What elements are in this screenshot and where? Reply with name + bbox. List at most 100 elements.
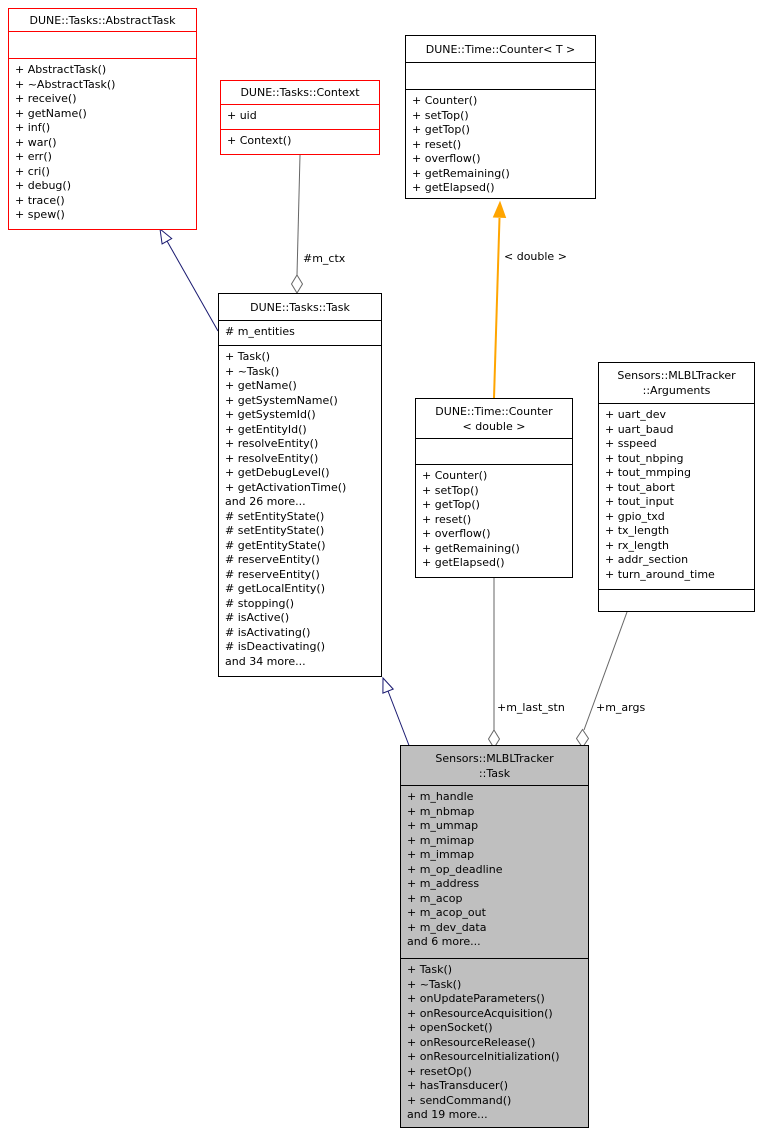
class-title: DUNE::Tasks::AbstractTask bbox=[29, 13, 176, 27]
member-row: + Task() bbox=[225, 350, 271, 363]
member-row: + m_handle bbox=[407, 790, 474, 803]
member-row: + getSystemName() bbox=[225, 393, 338, 407]
class-box-dune-tasks-abstracttask[interactable]: DUNE::Tasks::AbstractTask + AbstractTask… bbox=[8, 8, 197, 230]
member-row: + openSocket() bbox=[407, 1021, 493, 1034]
member-row: + ~Task() bbox=[225, 364, 280, 378]
member-row: # reserveEntity() bbox=[225, 553, 320, 566]
class-title: DUNE::Time::Counter< T > bbox=[425, 42, 576, 56]
inheritance-triangle-icon bbox=[382, 676, 395, 694]
member-row: + inf() bbox=[15, 121, 51, 134]
member-row: + m_acop_out bbox=[407, 906, 486, 919]
edge-label-m-last-stn: +m_last_stn bbox=[497, 701, 565, 714]
member-row: + Counter() bbox=[422, 469, 488, 482]
class-attributes: # m_entities bbox=[219, 320, 381, 345]
member-row: + m_immap bbox=[407, 848, 475, 861]
member-row: # m_entities bbox=[225, 325, 295, 338]
member-row: + getActivationTime() bbox=[225, 480, 347, 494]
member-row: + sspeed bbox=[605, 437, 657, 450]
member-row: + getSystemId() bbox=[225, 408, 316, 421]
inheritance-edge-mlbltask-task bbox=[387, 690, 411, 749]
class-title: DUNE::Time::Counter < double > bbox=[435, 404, 553, 433]
class-methods: + Counter()+ setTop()+ getTop()+ reset()… bbox=[416, 464, 572, 577]
class-title: DUNE::Tasks::Context bbox=[240, 86, 360, 99]
member-row: + tout_nbping bbox=[605, 451, 684, 465]
member-row: and 34 more... bbox=[225, 654, 306, 668]
class-box-sensors-mlbltracker-arguments[interactable]: Sensors::MLBLTracker ::Arguments + uart_… bbox=[598, 362, 755, 612]
member-row: + getElapsed() bbox=[422, 556, 505, 569]
member-row: + hasTransducer() bbox=[407, 1079, 509, 1092]
class-attributes bbox=[406, 62, 595, 89]
class-attributes bbox=[9, 31, 196, 58]
member-row: and 6 more... bbox=[407, 935, 481, 948]
class-box-dune-tasks-context[interactable]: DUNE::Tasks::Context + uid + Context() bbox=[220, 80, 380, 155]
inheritance-edge-task-abstracttask bbox=[166, 240, 219, 332]
member-row: + m_ummap bbox=[407, 819, 479, 832]
member-row: + AbstractTask() bbox=[15, 63, 107, 76]
member-row: + Counter() bbox=[412, 94, 478, 107]
member-row: + onResourceAcquisition() bbox=[407, 1006, 553, 1020]
class-box-sensors-mlbltracker-task[interactable]: Sensors::MLBLTracker ::Task + m_handle+ … bbox=[400, 745, 589, 1128]
class-methods bbox=[599, 589, 754, 611]
member-row: + tout_mmping bbox=[605, 466, 691, 479]
member-row: + err() bbox=[15, 150, 52, 163]
member-row: + onResourceInitialization() bbox=[407, 1050, 560, 1063]
member-row: + resolveEntity() bbox=[225, 451, 319, 465]
class-box-dune-tasks-task[interactable]: DUNE::Tasks::Task # m_entities + Task()+… bbox=[218, 293, 382, 677]
member-row: + resolveEntity() bbox=[225, 437, 319, 450]
member-row: + setTop() bbox=[412, 108, 469, 122]
class-title: Sensors::MLBLTracker ::Task bbox=[435, 751, 554, 780]
member-row: + getTop() bbox=[422, 498, 480, 511]
member-row: + getElapsed() bbox=[412, 181, 495, 194]
member-row: + m_acop bbox=[407, 891, 463, 905]
class-box-dune-time-counter-double[interactable]: DUNE::Time::Counter < double > + Counter… bbox=[415, 398, 573, 578]
class-attributes: + uart_dev+ uart_baud+ sspeed+ tout_nbpi… bbox=[599, 403, 754, 589]
class-attributes bbox=[416, 438, 572, 464]
member-row: + getEntityId() bbox=[225, 422, 307, 436]
member-row: + m_mimap bbox=[407, 833, 475, 847]
member-row: # setEntityState() bbox=[225, 524, 325, 537]
member-row: + rx_length bbox=[605, 538, 670, 552]
member-row: + m_op_deadline bbox=[407, 862, 503, 876]
member-row: and 19 more... bbox=[407, 1108, 488, 1121]
class-box-dune-time-counter-t[interactable]: DUNE::Time::Counter< T > + Counter()+ se… bbox=[405, 35, 596, 199]
member-row: + getRemaining() bbox=[422, 541, 520, 555]
member-row: + m_nbmap bbox=[407, 804, 475, 818]
member-row: + receive() bbox=[15, 92, 77, 105]
class-attributes: + m_handle+ m_nbmap+ m_ummap+ m_mimap+ m… bbox=[401, 785, 588, 958]
member-row: + uid bbox=[227, 109, 257, 122]
member-row: + ~Task() bbox=[407, 977, 462, 991]
member-row: # getEntityState() bbox=[225, 538, 326, 552]
member-row: + war() bbox=[15, 135, 57, 149]
member-row: + m_address bbox=[407, 877, 480, 890]
edge-label-m-args: +m_args bbox=[596, 701, 646, 714]
class-methods: + Task()+ ~Task()+ onUpdateParameters()+… bbox=[401, 958, 588, 1127]
member-row: + Task() bbox=[407, 963, 453, 976]
member-row: + reset() bbox=[412, 137, 462, 151]
member-row: + getDebugLevel() bbox=[225, 466, 330, 479]
member-row: + getName() bbox=[225, 379, 297, 392]
member-row: + overflow() bbox=[412, 152, 481, 165]
member-row: + getRemaining() bbox=[412, 166, 510, 180]
member-row: + m_dev_data bbox=[407, 920, 487, 934]
member-row: + resetOp() bbox=[407, 1064, 472, 1078]
member-row: # isActive() bbox=[225, 611, 290, 624]
member-row: # isActivating() bbox=[225, 625, 311, 639]
member-row: # isDeactivating() bbox=[225, 640, 326, 653]
class-title: DUNE::Tasks::Task bbox=[250, 300, 350, 314]
member-row: + reset() bbox=[422, 512, 472, 526]
class-methods: + Task()+ ~Task()+ getName()+ getSystemN… bbox=[219, 345, 381, 676]
member-row: # stopping() bbox=[225, 596, 295, 610]
member-row: + sendCommand() bbox=[407, 1093, 512, 1107]
class-title: Sensors::MLBLTracker ::Arguments bbox=[617, 369, 736, 397]
class-methods: + Counter()+ setTop()+ getTop()+ reset()… bbox=[406, 89, 595, 198]
member-row: # getLocalEntity() bbox=[225, 582, 325, 595]
member-row: + tx_length bbox=[605, 524, 670, 537]
member-row: + turn_around_time bbox=[605, 567, 715, 581]
member-row: + Context() bbox=[227, 134, 292, 147]
aggregation-edge-context-task bbox=[296, 154, 301, 276]
member-row: # setEntityState() bbox=[225, 509, 325, 523]
member-row: + debug() bbox=[15, 179, 71, 192]
member-row: + gpio_txd bbox=[605, 509, 665, 523]
member-row: # reserveEntity() bbox=[225, 567, 320, 581]
